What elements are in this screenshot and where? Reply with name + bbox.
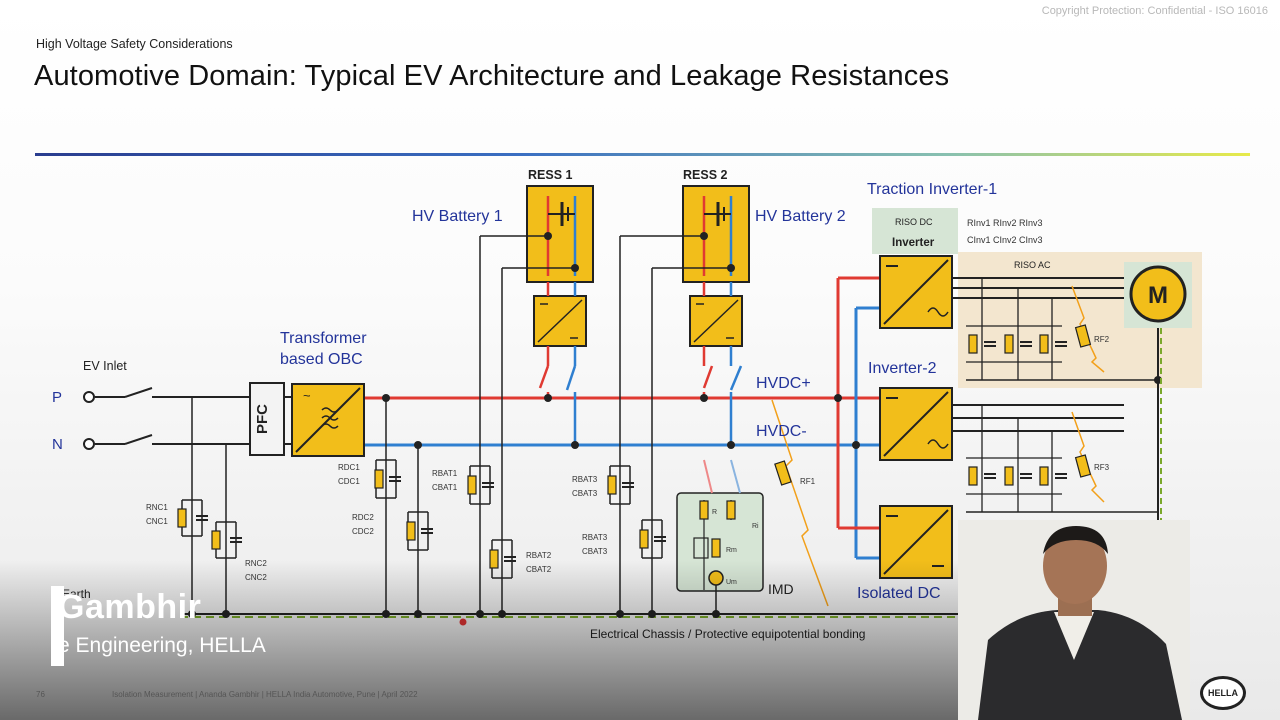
hvdc-minus-label: HVDC- xyxy=(756,423,807,440)
riso-ac-label: RISO AC xyxy=(1014,260,1051,270)
imd-block xyxy=(676,459,764,614)
ress1-converter xyxy=(533,295,587,347)
r-nc2-label: RNC2 xyxy=(245,559,267,568)
imd-um-label: Um xyxy=(726,579,737,586)
terminal-p-node xyxy=(83,391,95,403)
imd-ri-label: Ri xyxy=(752,523,759,530)
c-bat2-label: CBAT2 xyxy=(526,565,552,574)
ress2-converter xyxy=(689,295,743,347)
c-nc1-label: CNC1 xyxy=(146,517,168,526)
imd-rm-label: Rm xyxy=(726,547,737,554)
traction-inverter-1-block xyxy=(879,255,953,329)
transformer-label-1: Transformer xyxy=(280,330,367,347)
imd-label: IMD xyxy=(768,581,794,597)
c-nc2-label: CNC2 xyxy=(245,573,267,582)
presenter-name: Gambhir xyxy=(58,588,202,626)
inverter2-leakage-rc xyxy=(966,405,1158,513)
terminal-n-node xyxy=(83,438,95,450)
ress1-label: RESS 1 xyxy=(528,168,573,182)
presenter-webcam xyxy=(958,520,1190,720)
r-f2-label: RF2 xyxy=(1094,335,1110,344)
copyright-notice: Copyright Protection: Confidential - ISO… xyxy=(1041,5,1268,17)
hella-logo: HELLA xyxy=(1200,676,1246,710)
c-bat4-label: CBAT3 xyxy=(582,547,608,556)
inverter-2-label: Inverter-2 xyxy=(868,360,937,377)
hvdc-plus-label: HVDC+ xyxy=(756,375,811,392)
slide-kicker: High Voltage Safety Considerations xyxy=(36,37,233,51)
r-bat1-label: RBAT1 xyxy=(432,469,458,478)
motor-symbol xyxy=(1129,265,1187,323)
r-dc1-label: RDC1 xyxy=(338,463,360,472)
c-inv-labels: CInv1 CInv2 CInv3 xyxy=(967,235,1043,245)
r-bat4-label: RBAT3 xyxy=(582,533,608,542)
r-f1-label: RF1 xyxy=(800,477,816,486)
svg-text:~: ~ xyxy=(303,388,311,403)
r-nc1-label: RNC1 xyxy=(146,503,168,512)
chassis-label: Electrical Chassis / Protective equipote… xyxy=(590,627,865,641)
ev-inlet-label: EV Inlet xyxy=(83,359,127,373)
ress2-label: RESS 2 xyxy=(683,168,728,182)
r-inv-labels: RInv1 RInv2 RInv3 xyxy=(967,218,1043,228)
isolated-dcdc-block xyxy=(879,505,953,579)
pfc-label: PFC xyxy=(254,404,271,434)
c-bat3-label: CBAT3 xyxy=(572,489,598,498)
footer-text: Isolation Measurement | Ananda Gambhir |… xyxy=(112,690,418,699)
hv-battery-2-label: HV Battery 2 xyxy=(755,208,846,225)
transformer-label-2: based OBC xyxy=(280,351,363,368)
presenter-avatar xyxy=(958,520,1190,720)
c-dc1-label: CDC1 xyxy=(338,477,360,486)
pfc-block xyxy=(249,382,285,456)
r-dc2-label: RDC2 xyxy=(352,513,374,522)
c-dc2-label: CDC2 xyxy=(352,527,374,536)
inverter-panel-bg xyxy=(872,208,958,254)
inverter-box-label: Inverter xyxy=(892,237,935,249)
r-f3-label: RF3 xyxy=(1094,463,1110,472)
r-bat2-label: RBAT2 xyxy=(526,551,552,560)
footer-page-number: 76 xyxy=(36,690,45,699)
riso-dc-label: RISO DC xyxy=(895,217,933,227)
title-rule xyxy=(35,153,1250,156)
r-bat3-label: RBAT3 xyxy=(572,475,598,484)
hv-battery-1-label: HV Battery 1 xyxy=(412,208,503,225)
inverter-2-block xyxy=(879,387,953,461)
ress2-block xyxy=(682,185,750,283)
slide-title: Automotive Domain: Typical EV Architectu… xyxy=(34,60,950,92)
terminal-p-label: P xyxy=(52,389,62,406)
c-bat1-label: CBAT1 xyxy=(432,483,458,492)
fault-path-rf1 xyxy=(771,399,829,607)
isolated-dc-label: Isolated DC xyxy=(857,585,941,602)
motor-label: M xyxy=(1148,282,1168,309)
transformer-obc-block: ~ xyxy=(291,383,365,457)
terminal-n-label: N xyxy=(52,436,63,453)
presenter-accent-bar xyxy=(51,586,64,666)
traction-inverter-label: Traction Inverter-1 xyxy=(867,181,997,198)
presenter-role: e Engineering, HELLA xyxy=(58,634,266,657)
imd-r-label: R xyxy=(712,509,717,516)
